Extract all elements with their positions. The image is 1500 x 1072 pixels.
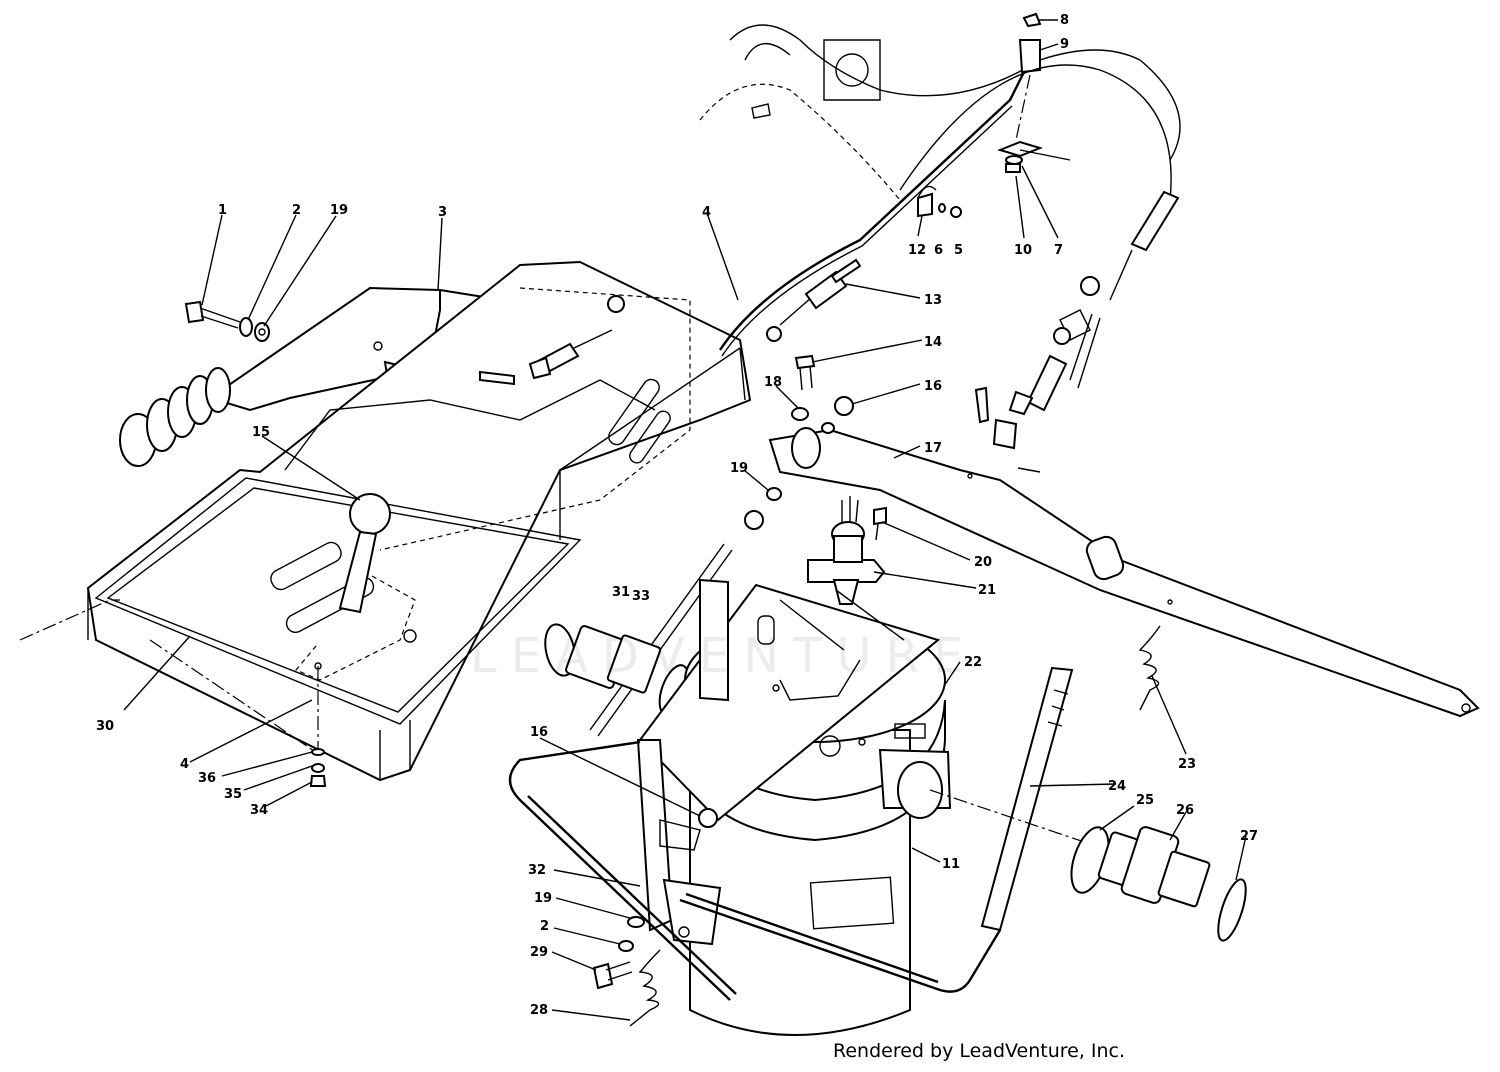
fitting-25-27	[929, 789, 1247, 942]
control-rod	[719, 12, 1071, 357]
callout-11: 11	[942, 857, 960, 872]
callout-19c: 19	[534, 891, 552, 906]
callout-16b: 16	[530, 725, 548, 740]
callout-9: 9	[1060, 37, 1069, 52]
render-credit: Rendered by LeadVenture, Inc.	[833, 1040, 1126, 1062]
tank-outline	[699, 24, 1181, 201]
bolt-1-assembly	[184, 300, 270, 342]
callout-36: 36	[198, 771, 216, 786]
callout-28: 28	[530, 1003, 548, 1018]
callout-34: 34	[250, 803, 268, 818]
callout-31: 31	[612, 585, 630, 600]
bracket	[636, 578, 941, 946]
callout-18: 18	[764, 375, 782, 390]
callout-32: 32	[528, 863, 546, 878]
callout-21: 21	[978, 583, 996, 598]
hardware-34-36	[309, 666, 327, 787]
callout-10: 10	[1014, 243, 1032, 258]
callout-2b: 2	[540, 919, 549, 934]
callout-24: 24	[1108, 779, 1126, 794]
callout-2: 2	[292, 203, 301, 218]
hand-lever	[119, 286, 494, 467]
rod-end-13	[779, 258, 862, 326]
callout-17: 17	[924, 441, 942, 456]
u-frame	[508, 740, 1002, 1001]
lever-grip	[119, 367, 231, 467]
throttle-cable	[899, 64, 1180, 473]
footplate	[19, 260, 752, 782]
callout-27: 27	[1240, 829, 1258, 844]
callout-3: 3	[438, 205, 447, 220]
callout-13: 13	[924, 293, 942, 308]
rod-end-left	[479, 295, 625, 386]
lower-hardware	[592, 916, 661, 1027]
stud-24	[980, 666, 1074, 932]
callout-26: 26	[1176, 803, 1194, 818]
callout-15: 15	[252, 425, 270, 440]
callout-29: 29	[530, 945, 548, 960]
callout-35: 35	[224, 787, 242, 802]
shift-lever	[295, 493, 417, 681]
callout-22: 22	[964, 655, 982, 670]
callout-12: 12	[908, 243, 926, 258]
callout-5: 5	[954, 243, 963, 258]
callout-4: 4	[702, 205, 711, 220]
pivot-arm	[768, 427, 1480, 718]
callout-19: 19	[330, 203, 348, 218]
callout-4b: 4	[180, 757, 189, 772]
clip-parts	[917, 185, 962, 218]
callout-16: 16	[924, 379, 942, 394]
callout-8: 8	[1060, 13, 1069, 28]
fitting-31-33	[544, 623, 690, 716]
callout-6: 6	[934, 243, 943, 258]
arm-hardware	[744, 326, 854, 530]
sensor-20-21	[807, 496, 887, 605]
callout-25: 25	[1136, 793, 1154, 808]
callout-14: 14	[924, 335, 942, 350]
callout-30: 30	[96, 719, 114, 734]
spring-23	[1138, 625, 1161, 711]
leader-lines	[123, 19, 1247, 1021]
callout-23: 23	[1178, 757, 1196, 772]
callout-20: 20	[974, 555, 992, 570]
callout-19b: 19	[730, 461, 748, 476]
callout-labels: 1 2 19 3 4 8 9 12 6 5 10 7 13 14 18 16 1…	[96, 13, 1258, 1018]
callout-33: 33	[632, 589, 650, 604]
callout-7: 7	[1054, 243, 1063, 258]
watermark: LEADVENTURE	[470, 628, 978, 684]
callout-1: 1	[218, 203, 227, 218]
